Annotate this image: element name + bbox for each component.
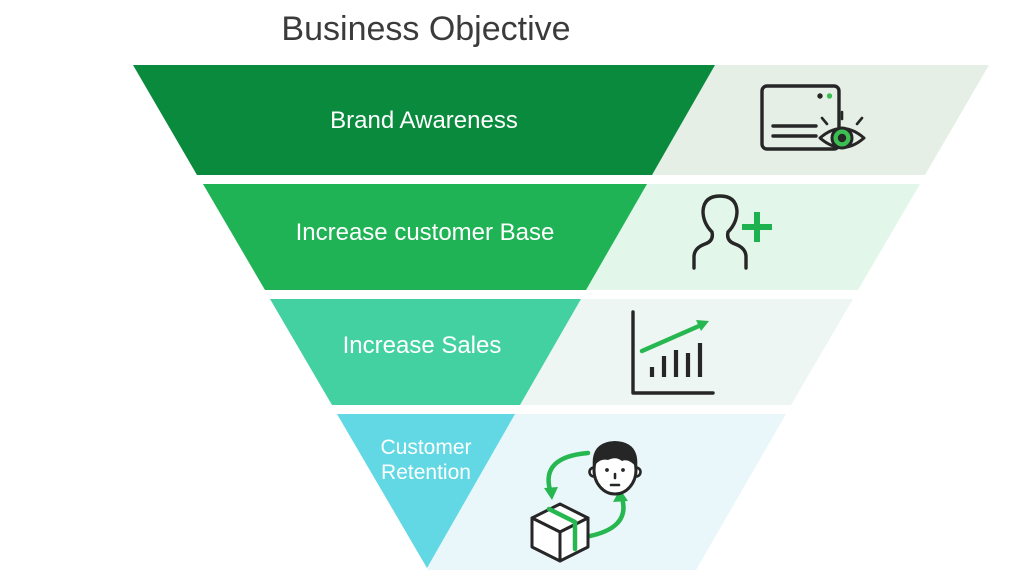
person-outline — [692, 194, 748, 270]
tier-increase-customer-base: Increase customer Base — [203, 184, 920, 290]
tier-increase-sales: Increase Sales — [270, 299, 853, 405]
chart-axes — [631, 310, 715, 395]
box-tape-stripe — [546, 506, 578, 552]
page-title: Business Objective — [281, 10, 570, 48]
tier4-color-band — [337, 414, 515, 568]
customer-product-cycle-icon — [530, 441, 642, 563]
window-dot-dark — [817, 93, 823, 99]
tier1-color-band — [133, 65, 715, 175]
browser-window-outline — [760, 84, 841, 151]
growth-arrow — [639, 323, 702, 354]
customer-head-icon — [588, 441, 642, 496]
product-box-icon — [530, 502, 590, 563]
cycle-arrow-right-head — [613, 489, 628, 502]
tier3-color-band — [270, 299, 581, 405]
eye-lash — [820, 116, 829, 126]
cycle-arrow-right — [582, 495, 626, 540]
tier4-label-line1: Customer — [380, 436, 471, 459]
hair — [592, 441, 638, 468]
tier-brand-awareness: Brand Awareness — [133, 65, 989, 175]
eye-dot — [621, 468, 625, 472]
eye-pupil — [837, 133, 847, 143]
eye-icon — [818, 110, 866, 150]
tier-customer-retention: Customer Retention — [337, 414, 786, 570]
tier4-label-line2: Retention — [381, 461, 471, 484]
growth-arrow-head — [696, 320, 709, 331]
tier1-label: Brand Awareness — [330, 107, 518, 134]
tier2-color-band — [203, 184, 647, 290]
window-dot-green — [826, 93, 833, 99]
tier2-label: Increase customer Base — [296, 219, 555, 246]
tier3-label: Increase Sales — [343, 332, 502, 359]
cycle-arrow-left-head — [544, 487, 558, 500]
add-user-icon — [692, 194, 772, 270]
webpage-eye-icon — [760, 84, 866, 151]
eye-lash — [855, 116, 864, 126]
sales-growth-chart-icon — [631, 310, 715, 395]
eye-dot — [605, 468, 609, 472]
cycle-arrow-left — [546, 450, 591, 493]
